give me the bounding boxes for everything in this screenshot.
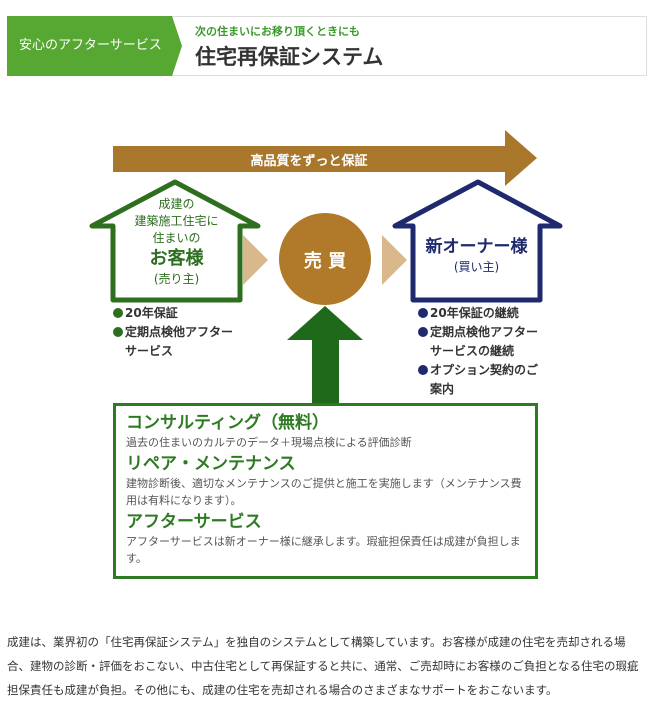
chevron-arrow-left	[243, 235, 268, 285]
seller-house	[89, 179, 261, 303]
list-item: 定期点検他アフターサービスの継続	[418, 323, 546, 361]
service-title: リペア・メンテナンス	[126, 454, 296, 474]
buyer-name: 新オーナー様	[425, 237, 528, 257]
sale-circle	[279, 213, 371, 305]
quality-arrow-label: 高品質をずっと保証	[250, 154, 368, 169]
buyer-benefits: 20年保証の継続 定期点検他アフターサービスの継続 オプション契約のご案内	[418, 304, 546, 399]
service-desc: 過去の住まいのカルテのデータ＋現場点検による評価診断	[126, 436, 412, 449]
list-item: オプション契約のご案内	[418, 361, 546, 399]
buyer-role: (買い主)	[453, 260, 500, 274]
chevron-arrow-right	[382, 235, 407, 285]
service-title: コンサルティング（無料）	[126, 413, 329, 433]
buyer-house	[392, 179, 563, 303]
seller-line1: 成建の	[158, 197, 195, 211]
seller-line3: 住まいの	[152, 231, 201, 245]
service-desc: 建物診断後、適切なメンテナンスのご提供と施工を実施します（メンテナンス費用は有料…	[126, 477, 522, 507]
services-box: コンサルティング（無料） 過去の住まいのカルテのデータ＋現場点検による評価診断 …	[113, 403, 538, 579]
quality-arrow	[113, 130, 537, 186]
sale-label: 売 買	[303, 251, 347, 272]
support-up-arrow	[287, 306, 363, 404]
section-title: 住宅再保証システム	[195, 45, 384, 69]
seller-name: お客様	[149, 248, 204, 269]
section-subtitle: 次の住まいにお移り頂くときにも	[195, 25, 360, 38]
seller-house-text: 成建の 建築施工住宅に 住まいの お客様 (売り主)	[113, 196, 240, 288]
list-item: 20年保証	[113, 304, 241, 323]
service-title: アフターサービス	[126, 512, 262, 532]
description-paragraph: 成建は、業界初の「住宅再保証システム」を独自のシステムとして構築しています。お客…	[7, 635, 639, 697]
list-item: 定期点検他アフターサービス	[113, 323, 241, 361]
list-item: 20年保証の継続	[418, 304, 546, 323]
service-desc: アフターサービスは新オーナー様に継承します。瑕疵担保責任は成建が負担します。	[126, 535, 521, 565]
section-header: 安心のアフターサービス 次の住まいにお移り頂くときにも 住宅再保証システム	[7, 16, 647, 76]
seller-line2: 建築施工住宅に	[134, 214, 219, 228]
seller-role: (売り主)	[153, 272, 200, 286]
seller-benefits: 20年保証 定期点検他アフターサービス	[113, 304, 241, 361]
section-label: 安心のアフターサービス	[7, 16, 182, 76]
